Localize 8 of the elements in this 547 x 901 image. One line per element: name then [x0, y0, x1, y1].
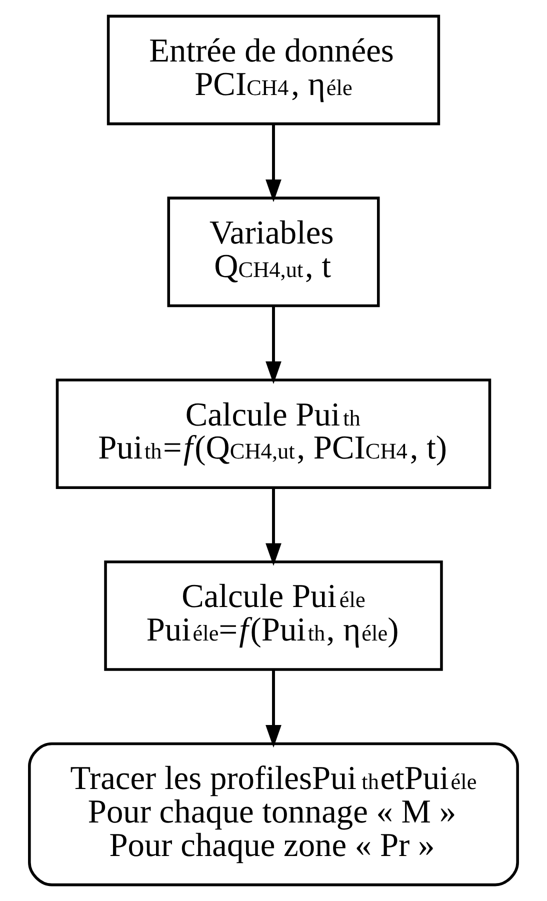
arrow — [266, 488, 282, 566]
arrow — [266, 124, 282, 202]
arrow — [266, 670, 282, 748]
arrow — [266, 306, 282, 384]
node-box: Calcule Puiéle Puiéle=f(Puith, ηéle) — [104, 560, 443, 671]
node-box: Entrée de données PCICH4, ηéle — [106, 14, 440, 126]
node-box: Calcule Puith Puith=f(QCH4,ut, PCICH4, t) — [56, 378, 492, 490]
node-box: Variables QCH4,ut, t — [167, 196, 380, 308]
